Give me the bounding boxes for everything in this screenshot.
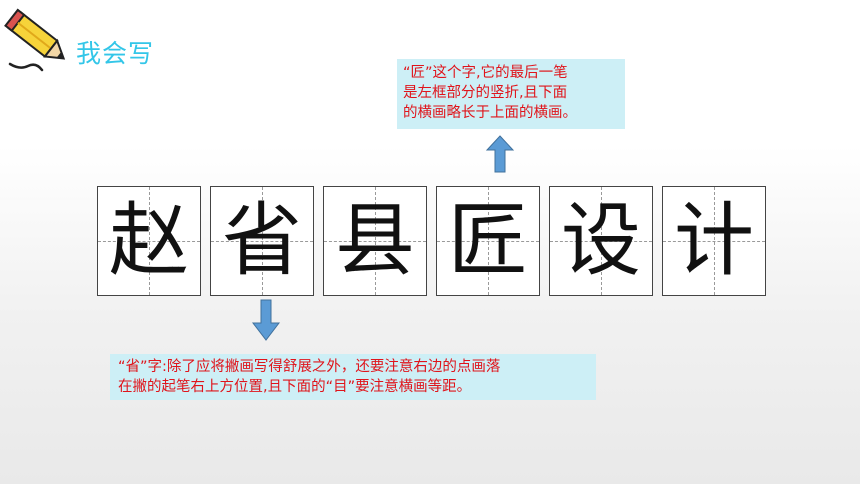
- char-box-xian: 县: [323, 186, 427, 296]
- callout-line: 在撇的起笔右上方位置,且下面的“目”要注意横画等距。: [118, 379, 472, 395]
- char-box-she: 设: [549, 186, 653, 296]
- char-box-jiang: 匠: [436, 186, 540, 296]
- character: 赵: [109, 194, 189, 287]
- callout-jiang-note: “匠”这个字,它的最后一笔 是左框部分的竖折,且下面 的横画略长于上面的横画。: [397, 59, 625, 129]
- callout-sheng-note: “省”字:除了应将撇画写得舒展之外，还要注意右边的点画落 在撇的起笔右上方位置,…: [110, 354, 596, 400]
- callout-line: 的横画略长于上面的横画。: [403, 105, 577, 121]
- character: 省: [222, 194, 302, 287]
- character: 计: [674, 194, 754, 287]
- character: 设: [561, 194, 641, 287]
- character: 匠: [448, 194, 528, 287]
- char-box-zhao: 赵: [97, 186, 201, 296]
- char-box-ji: 计: [662, 186, 766, 296]
- character: 县: [335, 194, 415, 287]
- callout-line: “省”字:除了应将撇画写得舒展之外，还要注意右边的点画落: [118, 359, 501, 375]
- pencil-icon: [4, 8, 66, 72]
- arrow-down-icon: [251, 299, 281, 341]
- page-title: 我会写: [76, 39, 155, 68]
- arrow-up-icon: [485, 135, 515, 173]
- callout-line: “匠”这个字,它的最后一笔: [403, 65, 568, 81]
- char-box-sheng: 省: [210, 186, 314, 296]
- callout-line: 是左框部分的竖折,且下面: [403, 85, 568, 101]
